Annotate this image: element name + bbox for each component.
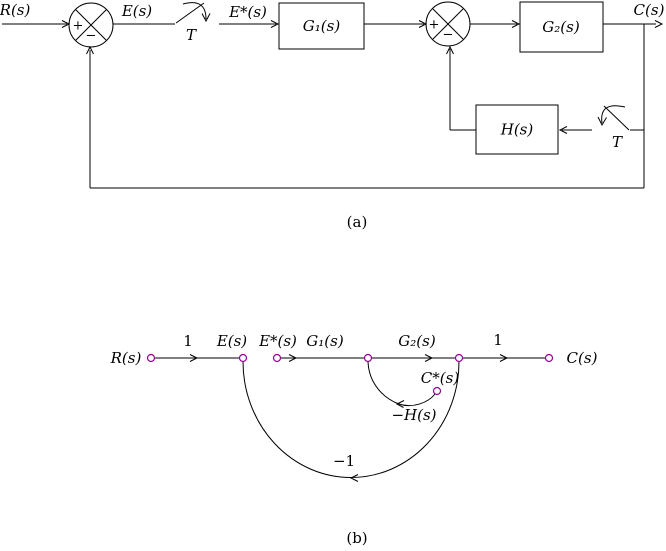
sampler-period-label: T <box>612 133 623 151</box>
sampler-1: T <box>175 2 211 44</box>
outer-feedback-line <box>89 24 645 189</box>
summing-junction-cross <box>75 9 107 41</box>
minus-sign: − <box>86 29 97 44</box>
output-signal-label: C(s) <box>634 1 665 19</box>
g1-block: G₁(s) <box>278 2 365 50</box>
plus-sign: + <box>429 18 440 33</box>
sampler-swing-arc <box>182 2 207 20</box>
arrowhead-icon <box>424 354 434 362</box>
g1-block-label: G₁(s) <box>303 17 341 35</box>
node-e-label: E(s) <box>216 332 247 350</box>
gain-input-label: 1 <box>183 332 193 350</box>
arrowhead-icon <box>446 45 454 55</box>
h-feedback-line <box>449 49 476 131</box>
node-c-star <box>432 386 442 396</box>
node-e-star <box>272 353 282 363</box>
arrowhead-icon <box>189 354 199 362</box>
caption-b: (b) <box>346 529 367 547</box>
plus-sign: + <box>73 19 84 34</box>
h-block: H(s) <box>475 104 559 155</box>
h-block-box <box>475 104 559 155</box>
branch-h-feedback-arc <box>367 361 436 407</box>
node-r-label: R(s) <box>110 349 142 367</box>
arrowhead-icon <box>288 354 298 362</box>
summing-junction-cross <box>432 8 464 40</box>
sampler-period-label: T <box>186 26 197 44</box>
summing-junction-1: + − <box>68 2 114 48</box>
gain-g1-label: G₁(s) <box>306 332 344 350</box>
node-c-internal <box>454 353 464 363</box>
minus-sign: − <box>443 28 454 43</box>
g1-block-box <box>278 2 365 50</box>
g2-block-box <box>519 1 604 53</box>
error-signal-label: E(s) <box>121 2 152 20</box>
node-e <box>238 353 248 363</box>
summing-junction-2: + − <box>425 1 471 47</box>
arrowhead-icon <box>201 13 211 23</box>
signal-flow-graph-b: R(s) 1 E(s) E*(s) G₁(s) G₂(s) 1 C(s) C*(… <box>110 331 598 547</box>
node-sum <box>363 353 373 363</box>
node-c-star-label: C*(s) <box>421 369 460 387</box>
block-diagram-a: R(s) + − E(s) T E*(s) G₁(s) <box>0 1 665 231</box>
sampler-switch-arm <box>175 2 205 24</box>
gain-g2-label: G₂(s) <box>398 332 436 350</box>
arrowhead-icon <box>558 126 568 134</box>
arrowhead-icon <box>86 45 94 55</box>
node-e-star-label: E*(s) <box>258 332 297 350</box>
gain-h-feedback-label: −H(s) <box>391 406 436 424</box>
sampled-error-label: E*(s) <box>228 3 267 21</box>
h-block-label: H(s) <box>500 121 534 139</box>
g2-block: G₂(s) <box>519 1 604 53</box>
caption-a: (a) <box>347 213 368 231</box>
gain-unity-feedback-label: −1 <box>333 452 355 470</box>
node-c <box>544 353 554 363</box>
arrowhead-icon <box>597 116 607 127</box>
arrowhead-icon <box>511 20 521 28</box>
arrowhead-icon <box>270 20 280 28</box>
g2-block-label: G₂(s) <box>542 18 580 36</box>
node-r <box>146 353 156 363</box>
sampler-swing-arc <box>601 105 626 124</box>
summing-junction-circle <box>68 2 114 48</box>
arrowhead-icon <box>654 20 664 28</box>
branch-unity-feedback-arc <box>242 361 460 478</box>
input-signal-label: R(s) <box>0 1 30 19</box>
arrowhead-icon <box>499 354 509 362</box>
node-c-label: C(s) <box>567 349 598 367</box>
sampler-2: T <box>597 105 644 151</box>
gain-output-label: 1 <box>493 331 503 349</box>
arrowhead-icon <box>395 400 405 408</box>
sampler-switch-arm <box>603 105 630 131</box>
arrowhead-icon <box>349 474 359 482</box>
